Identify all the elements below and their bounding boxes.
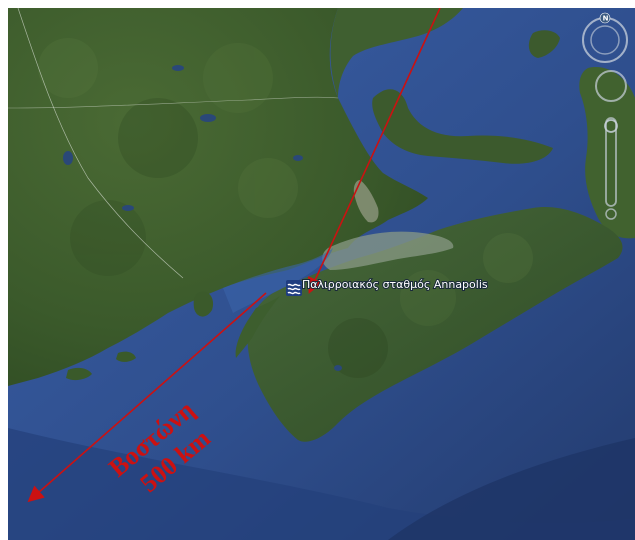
digby-neck xyxy=(235,296,280,358)
look-control[interactable] xyxy=(595,70,627,102)
tidal-wave-icon[interactable] xyxy=(286,280,302,296)
small-island xyxy=(528,30,560,58)
chignecto-bay xyxy=(353,180,379,223)
boston-direction-arrow xyxy=(27,292,267,503)
minas-basin xyxy=(322,231,454,270)
deep-ocean xyxy=(388,438,635,540)
grand-manan-island xyxy=(193,291,214,317)
pointer-arrow xyxy=(308,8,441,294)
mainland-landmass xyxy=(8,8,428,386)
place-label[interactable]: Παλιρροιακός σταθμός Annapolis xyxy=(301,277,489,292)
provincial-border-2 xyxy=(8,96,339,109)
compass-letter: N xyxy=(603,15,609,23)
prince-edward-island xyxy=(372,89,553,164)
zoom-out-icon[interactable] xyxy=(605,208,617,220)
zoom-slider[interactable] xyxy=(604,117,618,220)
maine-coastal-islands xyxy=(66,351,136,381)
bay-of-fundy xyxy=(223,248,333,313)
continental-shelf xyxy=(8,428,635,540)
zoom-handle[interactable] xyxy=(604,119,618,133)
navigation-controls[interactable]: N xyxy=(582,12,628,63)
cape-breton-island xyxy=(579,67,635,239)
satellite-map[interactable]: Παλιρροιακός σταθμός Annapolis Βοστώνη 5… xyxy=(8,8,635,540)
lakes xyxy=(63,65,342,371)
terrain-texture xyxy=(38,38,533,378)
compass-north-icon[interactable] xyxy=(599,12,611,24)
provincial-border xyxy=(17,8,184,279)
